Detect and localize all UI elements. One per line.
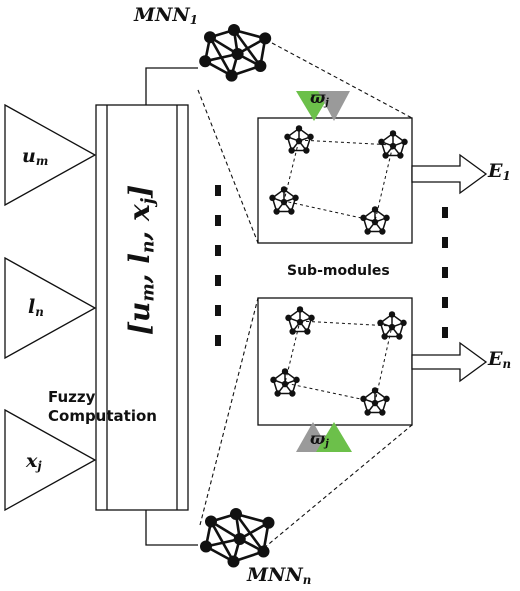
- input-triangle-u: [4, 103, 97, 207]
- fuzzy-computation-label: Fuzzy Computation: [48, 388, 157, 425]
- submodule-graph-top-4: [360, 206, 390, 235]
- mnn-top-label: MNN1: [134, 4, 198, 27]
- submodule-graph-top-3: [269, 186, 299, 215]
- submodule-graph-bottom-2: [377, 311, 407, 340]
- submodules-label: Sub-modules: [287, 263, 390, 279]
- mnn-graph-top: [199, 24, 272, 82]
- submodule-graph-bottom-3: [270, 368, 300, 397]
- input-triangle-l: [4, 256, 97, 360]
- ellipsis-dots: [215, 185, 448, 346]
- output-label-1: E1: [488, 160, 511, 183]
- weight-label-top: ϖj: [310, 88, 329, 109]
- weight-triangle-top: [296, 91, 350, 121]
- mnn-bottom-label: MNNn: [247, 564, 312, 587]
- mnn-graph-bottom: [200, 508, 275, 568]
- weight-label-bottom: ϖj: [310, 429, 329, 450]
- connector-top: [145, 67, 198, 105]
- connector-bottom: [145, 510, 198, 546]
- input-label-u: um: [22, 145, 49, 168]
- weight-triangle-bottom: [296, 422, 352, 452]
- input-triangle-x: [4, 408, 97, 512]
- input-label-x: xj: [26, 450, 42, 473]
- input-vector-label: [um, ln, xj]: [123, 184, 159, 336]
- output-arrow-1: [411, 153, 488, 195]
- projection-lines: [197, 42, 413, 549]
- submodule-graph-bottom-4: [360, 387, 390, 416]
- input-label-l: ln: [28, 296, 44, 319]
- fuzzy-computation-block: [95, 104, 189, 511]
- output-arrow-n: [411, 341, 488, 383]
- submodule-link-top: [283, 139, 394, 222]
- submodule-graph-top-2: [378, 130, 408, 159]
- submodule-graph-top-1: [284, 125, 314, 154]
- submodule-graph-bottom-1: [285, 306, 315, 335]
- output-label-n: En: [488, 348, 512, 371]
